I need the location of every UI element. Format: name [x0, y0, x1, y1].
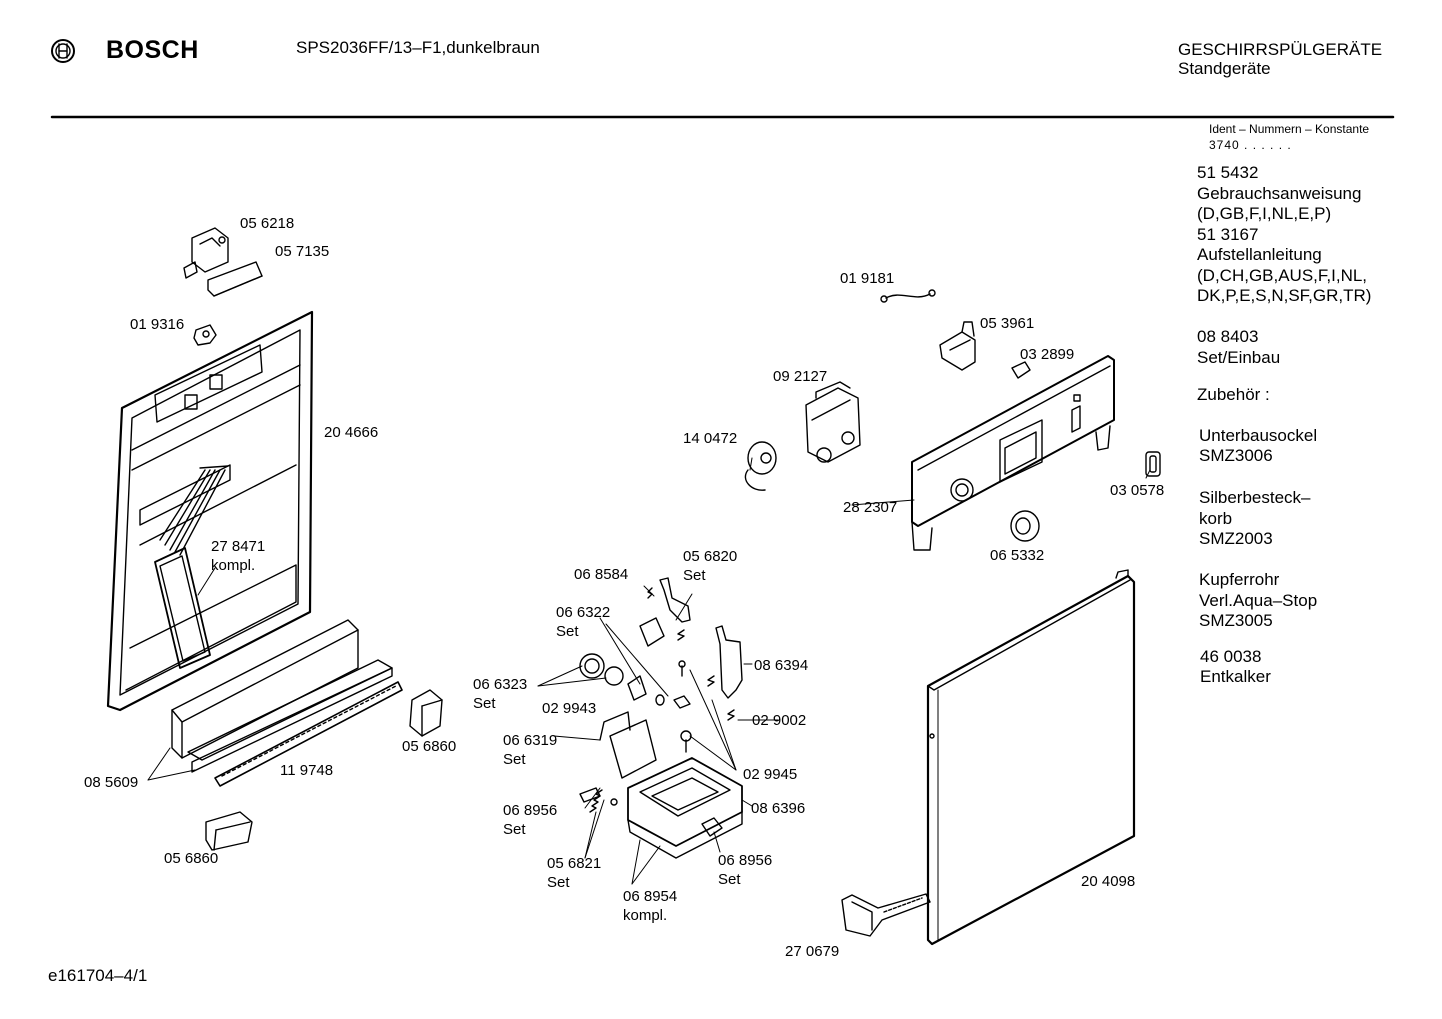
part-label: 20 4098	[1081, 873, 1136, 890]
part-label: 02 9943	[542, 700, 597, 717]
part-label: 01 9316	[130, 316, 185, 333]
part-label: 02 9002	[752, 712, 807, 729]
dispenser-lid-icon	[600, 712, 656, 778]
part-label: Set	[503, 821, 526, 838]
sidebar-line-15: Kupferrohr	[1199, 570, 1280, 589]
control-panel-icon	[912, 356, 1114, 550]
leader-lines-left	[148, 568, 215, 780]
indicator-cap-icon	[1146, 452, 1160, 476]
part-label: 06 8956	[718, 852, 773, 869]
sidebar-line-14: SMZ2003	[1199, 529, 1273, 548]
hinge-part-icon	[194, 325, 216, 345]
seal-ring-icon	[580, 654, 664, 705]
part-label: 03 2899	[1020, 346, 1075, 363]
drawing-code: e161704–4/1	[48, 966, 148, 985]
part-label: 08 5609	[84, 774, 139, 791]
ident-value: 3740 . . . . . .	[1209, 138, 1292, 152]
sidebar-line-3: 51 3167	[1197, 225, 1259, 244]
timer-knob-icon	[745, 442, 776, 490]
brand-logo: BOSCH	[106, 36, 199, 64]
part-label: 06 8954	[623, 888, 678, 905]
part-label: 02 9945	[743, 766, 798, 783]
screw-icon	[580, 661, 722, 836]
ident-title: Ident – Nummern – Konstante	[1209, 122, 1370, 136]
part-label: 06 6319	[503, 732, 558, 749]
door-hinge-icon	[842, 894, 930, 936]
sidebar-line-1: Gebrauchsanweisung	[1197, 184, 1362, 203]
part-label: kompl.	[623, 907, 668, 924]
part-label: 05 3961	[980, 315, 1035, 332]
sidebar-line-5: (D,CH,GB,AUS,F,I,NL,	[1197, 266, 1368, 285]
part-label: 05 6860	[402, 738, 457, 755]
cable-icon	[881, 290, 935, 302]
clip-part-icon	[1012, 362, 1030, 378]
part-label: 06 8584	[574, 566, 629, 583]
sidebar-line-17: SMZ3005	[1199, 611, 1273, 630]
sidebar-line-19: Entkalker	[1200, 667, 1271, 686]
model-title: SPS2036FF/13–F1,dunkelbraun	[296, 38, 540, 57]
part-label: 20 4666	[324, 424, 379, 441]
bosch-logo-icon	[52, 40, 74, 62]
part-label: Set	[503, 751, 526, 768]
part-label: 06 5332	[990, 547, 1045, 564]
part-label: 27 0679	[785, 943, 840, 960]
sidebar-line-13: korb	[1199, 509, 1233, 528]
part-label: 05 6860	[164, 850, 219, 867]
part-label: 09 2127	[773, 368, 828, 385]
sidebar-line-16: Verl.Aqua–Stop	[1199, 591, 1318, 610]
part-label: 05 6218	[240, 215, 295, 232]
part-label: Set	[718, 871, 741, 888]
part-label: 14 0472	[683, 430, 738, 447]
part-label: 08 6396	[751, 800, 806, 817]
end-cap-block-icon-2	[206, 812, 252, 850]
part-label: Set	[473, 695, 496, 712]
part-label: 01 9181	[840, 270, 895, 287]
category-subtitle: Standgeräte	[1178, 59, 1271, 78]
part-label: 08 6394	[754, 657, 809, 674]
part-label: 06 8956	[503, 802, 558, 819]
switch-bracket-icon	[940, 322, 975, 370]
part-label: Set	[547, 874, 570, 891]
part-label: 05 6820	[683, 548, 738, 565]
sidebar-line-6: DK,P,E,S,N,SF,GR,TR)	[1197, 286, 1372, 305]
part-label: 27 8471	[211, 538, 266, 555]
part-label: 11 9748	[280, 762, 334, 779]
detergent-dispenser-icon	[628, 758, 742, 858]
part-label: 05 7135	[275, 243, 330, 260]
part-label: Set	[556, 623, 579, 640]
sidebar-line-8: Set/Einbau	[1197, 348, 1281, 367]
sidebar-line-11: SMZ3006	[1199, 446, 1273, 465]
sidebar-line-10: Unterbausockel	[1199, 426, 1318, 445]
outer-door-panel-icon	[928, 570, 1134, 944]
leader-lines-middle	[538, 458, 1150, 884]
end-cap-block-icon	[410, 690, 442, 736]
inner-door-panel-icon	[108, 312, 312, 710]
program-timer-icon	[806, 382, 860, 462]
door-bottom-rails-icon	[172, 620, 402, 786]
sidebar-line-18: 46 0038	[1200, 647, 1262, 666]
door-latch-icon	[184, 228, 262, 296]
part-label: 28 2307	[843, 499, 898, 516]
sidebar-line-2: (D,GB,F,I,NL,E,P)	[1197, 204, 1332, 223]
part-label: 06 6323	[473, 676, 528, 693]
sidebar-line-0: 51 5432	[1197, 163, 1259, 182]
category-title: GESCHIRRSPÜLGERÄTE	[1178, 40, 1383, 59]
sidebar-line-4: Aufstellanleitung	[1197, 245, 1322, 264]
bracket-part-icon	[640, 578, 742, 698]
part-label: 06 6322	[556, 604, 611, 621]
sidebar-line-12: Silberbesteck–	[1199, 488, 1311, 507]
control-knob-icon	[1011, 511, 1039, 541]
sidebar-line-7: 08 8403	[1197, 327, 1259, 346]
part-label: 05 6821	[547, 855, 602, 872]
part-label: Set	[683, 567, 706, 584]
spring-icon	[590, 588, 734, 812]
part-label: kompl.	[211, 557, 256, 574]
sidebar-line-9: Zubehör :	[1197, 385, 1270, 404]
part-label: 03 0578	[1110, 482, 1165, 499]
